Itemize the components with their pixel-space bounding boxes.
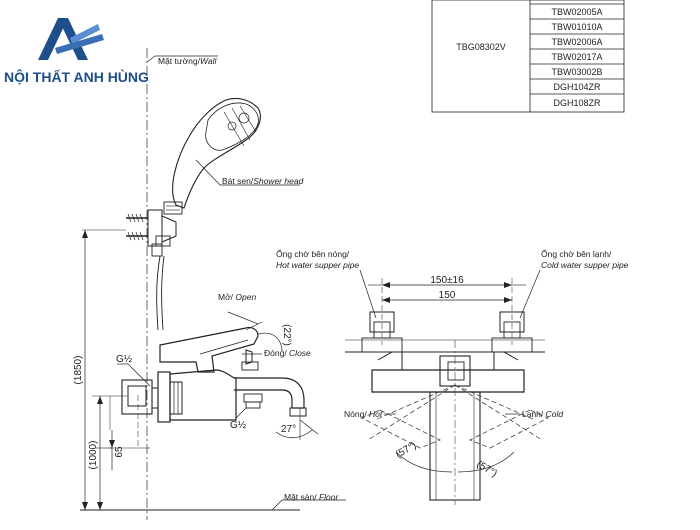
g-half-lower: G½ bbox=[230, 420, 247, 431]
lever-hot-position bbox=[361, 409, 441, 449]
height-1000: (1000) bbox=[88, 441, 99, 470]
g-half-lower-leader bbox=[235, 407, 247, 419]
angle-22: (22°) bbox=[281, 324, 292, 346]
parts-table-model: TBG08302V bbox=[456, 42, 506, 52]
shower-head-label: Bát sen/Shower head bbox=[222, 176, 304, 186]
width-150: 150 bbox=[439, 290, 456, 301]
g-half-upper: G½ bbox=[116, 354, 133, 365]
parts-table bbox=[431, 0, 625, 113]
width-150-tolerance: 150±16 bbox=[430, 275, 464, 286]
angle-57-left-arc bbox=[395, 451, 453, 473]
mixer-body-side bbox=[121, 326, 307, 423]
open-label: Mở/ Open bbox=[218, 292, 256, 302]
hot-pipe-label-en: Hot water supper pipe bbox=[276, 260, 359, 270]
parts-table-cell: TBW02006A bbox=[551, 37, 602, 47]
angle-57-right-arc bbox=[457, 451, 515, 473]
spout-angle-arc bbox=[275, 429, 313, 439]
parts-table-cell: DGH108ZR bbox=[553, 98, 601, 108]
logo-mark-swoosh bbox=[70, 24, 100, 44]
open-leader bbox=[227, 311, 259, 325]
logo-mark-swoosh-lower bbox=[55, 34, 104, 54]
hot-pipe-leader bbox=[359, 269, 377, 319]
wall-leader bbox=[146, 55, 156, 63]
front-view bbox=[345, 269, 549, 505]
hot-label: Nóng/ Hot bbox=[344, 409, 383, 419]
floor-label: Mặt sàn/ Floor bbox=[284, 492, 340, 502]
parts-table-cell: TBW02005A bbox=[551, 7, 602, 17]
parts-table-cell: TBW02017A bbox=[551, 52, 602, 62]
side-view bbox=[80, 48, 346, 520]
cold-label: Lạnh/ Cold bbox=[522, 409, 563, 419]
spout bbox=[234, 377, 305, 409]
close-label: Đóng/ Close bbox=[264, 348, 311, 358]
hot-pipe-label-vi: Ống chờ bên nóng/ bbox=[276, 248, 350, 259]
spout-angle-ray bbox=[299, 419, 319, 435]
parts-table-cell: TBW03002B bbox=[551, 67, 602, 77]
logo-mark-left-stroke bbox=[38, 18, 68, 60]
logo-brand-text: NỘI THẤT ANH HÙNG bbox=[4, 68, 149, 85]
parts-table-cell: DGH104ZR bbox=[553, 82, 601, 92]
front-body bbox=[371, 369, 525, 393]
angle-57-right: (57°) bbox=[475, 459, 499, 479]
height-65: 65 bbox=[114, 446, 125, 458]
hose bbox=[156, 255, 161, 331]
cold-pipe-label-en: Cold water supper pipe bbox=[541, 260, 629, 270]
shower-head-leader bbox=[195, 159, 221, 186]
lever-handle bbox=[159, 326, 259, 373]
lever-cold-position bbox=[469, 409, 549, 449]
g-half-upper-leader bbox=[127, 363, 151, 387]
height-1850: (1850) bbox=[73, 356, 84, 385]
shower-head bbox=[163, 97, 261, 215]
open-angle-arc bbox=[257, 332, 283, 353]
parts-table-frame bbox=[431, 0, 625, 113]
cold-pipe-leader bbox=[519, 269, 541, 319]
angle-27: 27° bbox=[281, 424, 296, 435]
wall-label: Mặt tường/Wall bbox=[158, 56, 217, 66]
parts-table-cell: TBW01010A bbox=[551, 22, 602, 32]
angle-57-left: (57°) bbox=[394, 440, 418, 460]
brand-logo: NỘI THẤT ANH HÙNG bbox=[4, 18, 149, 85]
wall-bracket bbox=[126, 209, 177, 257]
cold-pipe-label-vi: Ống chờ bên lạnh/ bbox=[541, 248, 612, 259]
